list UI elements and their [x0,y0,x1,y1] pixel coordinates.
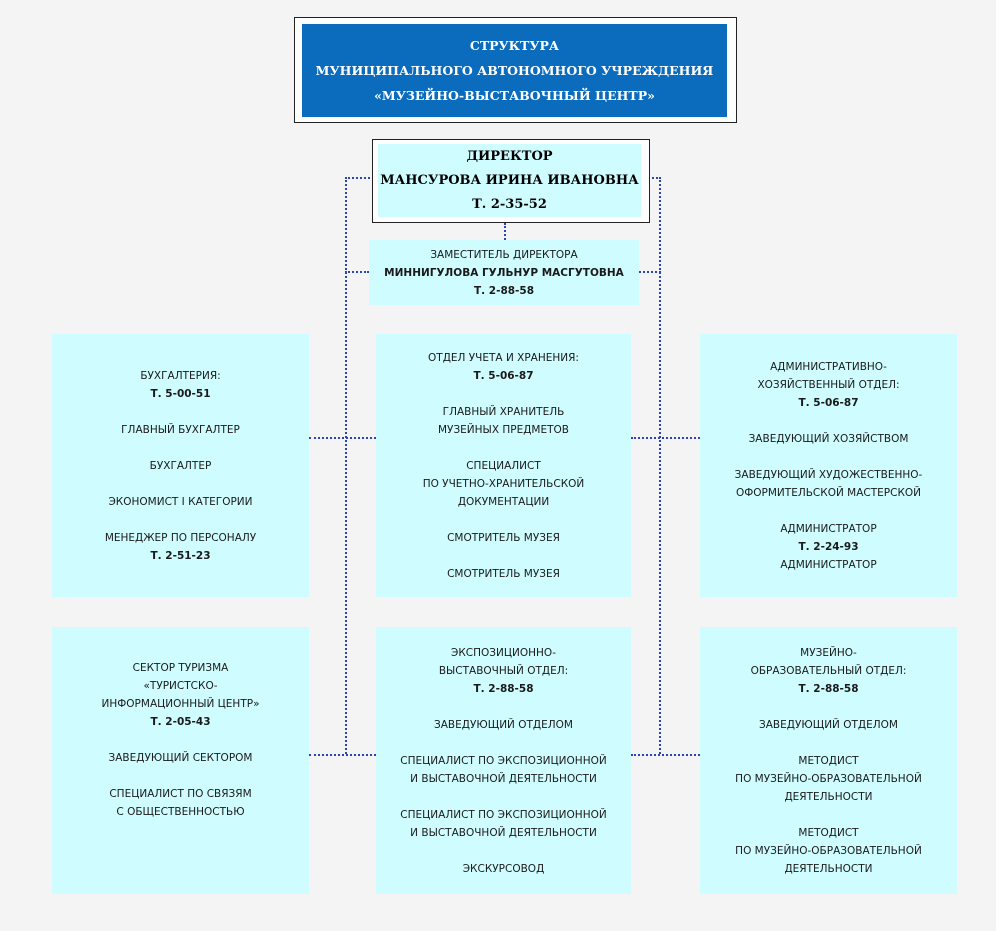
exhibition-position: ЗАВЕДУЮЩИЙ ОТДЕЛОМ [434,718,573,731]
deputy-box: ЗАМЕСТИТЕЛЬ ДИРЕКТОРА МИННИГУЛОВА ГУЛЬНУ… [369,240,639,305]
admin-position: ОФОРМИТЕЛЬСКОЙ МАСТЕРСКОЙ [735,486,922,499]
admin-position: ЗАВЕДУЮЩИЙ ХОЗЯЙСТВОМ [748,432,909,445]
connector-row1-left [309,437,376,439]
storage-position: СМОТРИТЕЛЬ МУЗЕЯ [447,567,560,580]
accounting-position: ГЛАВНЫЙ БУХГАЛТЕР [121,423,240,436]
admin-title: ХОЗЯЙСТВЕННЫЙ ОТДЕЛ: [757,378,900,391]
education-position: ЗАВЕДУЮЩИЙ ОТДЕЛОМ [759,718,898,731]
tourism-phone: Т. 2-05-43 [150,716,211,728]
connector-row2-right [631,754,700,756]
accounting-position-phone: Т. 2-51-23 [150,549,211,562]
connector-row2-left [309,754,376,756]
exhibition-title: ЭКСПОЗИЦИОННО- [451,646,556,659]
org-title-line-1: СТРУКТУРА [469,38,560,53]
education-position: ПО МУЗЕЙНО-ОБРАЗОВАТЕЛЬНОЙ [735,772,922,785]
exhibition-phone: Т. 2-88-58 [473,682,534,695]
accounting-phone: Т. 5-00-51 [150,387,211,400]
storage-position: ГЛАВНЫЙ ХРАНИТЕЛЬ [442,405,565,418]
education-position: МЕТОДИСТ [798,826,859,839]
director-name: МАНСУРОВА ИРИНА ИВАНОВНА [380,173,639,188]
tourism-title: ИНФОРМАЦИОННЫЙ ЦЕНТР» [101,698,260,710]
education-position: ДЕЯТЕЛЬНОСТИ [784,790,873,803]
tourism-position: С ОБЩЕСТВЕННОСТЬЮ [116,806,245,818]
accounting-position: МЕНЕДЖЕР ПО ПЕРСОНАЛУ [104,531,257,544]
connector-right-top [641,177,661,179]
accounting-position: БУХГАЛТЕР [149,459,212,472]
connector-left-top [345,177,378,179]
storage-position: СПЕЦИАЛИСТ [466,459,541,472]
admin-position: АДМИНИСТРАТОР [780,522,877,535]
storage-title: ОТДЕЛ УЧЕТА И ХРАНЕНИЯ: [428,351,579,364]
admin-title: АДМИНИСТРАТИВНО- [770,360,887,373]
connector-right-vertical [659,177,661,754]
accounting-box: БУХГАЛТЕРИЯ: Т. 5-00-51 ГЛАВНЫЙ БУХГАЛТЕ… [52,334,309,597]
exhibition-dept-box: ЭКСПОЗИЦИОННО- ВЫСТАВОЧНЫЙ ОТДЕЛ: Т. 2-8… [376,627,631,894]
connector-director-deputy [504,223,506,240]
org-title-line-3: «МУЗЕЙНО-ВЫСТАВОЧНЫЙ ЦЕНТР» [374,88,655,103]
education-title: ОБРАЗОВАТЕЛЬНЫЙ ОТДЕЛ: [750,664,907,677]
deputy-phone: Т. 2-88-58 [473,284,535,297]
accounting-position: ЭКОНОМИСТ I КАТЕГОРИИ [108,495,253,508]
connector-row1-right [631,437,700,439]
accounting-title: БУХГАЛТЕРИЯ: [140,369,221,382]
exhibition-position: И ВЫСТАВОЧНОЙ ДЕЯТЕЛЬНОСТИ [410,826,597,839]
org-title-line-2: МУНИЦИПАЛЬНОГО АВТОНОМНОГО УЧРЕЖДЕНИЯ [315,63,714,78]
storage-phone: Т. 5-06-87 [473,369,534,382]
education-position: ПО МУЗЕЙНО-ОБРАЗОВАТЕЛЬНОЙ [735,844,922,857]
deputy-role: ЗАМЕСТИТЕЛЬ ДИРЕКТОРА [430,248,578,261]
education-title: МУЗЕЙНО- [800,646,857,659]
storage-position: СМОТРИТЕЛЬ МУЗЕЯ [447,531,560,544]
education-phone: Т. 2-88-58 [798,682,859,695]
education-dept-box: МУЗЕЙНО- ОБРАЗОВАТЕЛЬНЫЙ ОТДЕЛ: Т. 2-88-… [700,627,957,894]
education-position: МЕТОДИСТ [798,754,859,767]
storage-dept-box: ОТДЕЛ УЧЕТА И ХРАНЕНИЯ: Т. 5-06-87 ГЛАВН… [376,334,631,597]
admin-position: ЗАВЕДУЮЩИЙ ХУДОЖЕСТВЕННО- [734,468,923,481]
director-box: ДИРЕКТОР МАНСУРОВА ИРИНА ИВАНОВНА Т. 2-3… [378,144,641,217]
admin-position-phone: Т. 2-24-93 [798,540,859,553]
exhibition-position: ЭКСКУРСОВОД [462,862,545,875]
exhibition-position: СПЕЦИАЛИСТ ПО ЭКСПОЗИЦИОННОЙ [400,808,607,821]
storage-position: ПО УЧЕТНО-ХРАНИТЕЛЬСКОЙ [422,477,585,490]
tourism-position: ЗАВЕДУЮЩИЙ СЕКТОРОМ [108,752,253,764]
deputy-name: МИННИГУЛОВА ГУЛЬНУР МАСГУТОВНА [384,266,624,279]
tourism-title: СЕКТОР ТУРИЗМА [132,662,229,674]
admin-dept-box: АДМИНИСТРАТИВНО- ХОЗЯЙСТВЕННЫЙ ОТДЕЛ: Т.… [700,334,957,597]
org-title: СТРУКТУРА МУНИЦИПАЛЬНОГО АВТОНОМНОГО УЧР… [302,24,727,117]
exhibition-title: ВЫСТАВОЧНЫЙ ОТДЕЛ: [438,664,569,677]
exhibition-position: СПЕЦИАЛИСТ ПО ЭКСПОЗИЦИОННОЙ [400,754,607,767]
director-phone: Т. 2-35-52 [472,197,547,212]
connector-deputy-right [639,271,661,273]
admin-position: АДМИНИСТРАТОР [780,558,877,571]
storage-position: ДОКУМЕНТАЦИИ [457,495,550,508]
storage-position: МУЗЕЙНЫХ ПРЕДМЕТОВ [437,423,569,436]
education-position: ДЕЯТЕЛЬНОСТИ [784,862,873,875]
admin-phone: Т. 5-06-87 [798,396,859,409]
tourism-sector-box: СЕКТОР ТУРИЗМА «ТУРИСТСКО- ИНФОРМАЦИОННЫ… [52,627,309,894]
exhibition-position: И ВЫСТАВОЧНОЙ ДЕЯТЕЛЬНОСТИ [410,772,597,785]
director-role: ДИРЕКТОР [466,149,553,164]
connector-left-vertical [345,177,347,754]
connector-deputy-left [345,271,369,273]
tourism-position: СПЕЦИАЛИСТ ПО СВЯЗЯМ [109,788,252,800]
tourism-title: «ТУРИСТСКО- [143,680,218,692]
